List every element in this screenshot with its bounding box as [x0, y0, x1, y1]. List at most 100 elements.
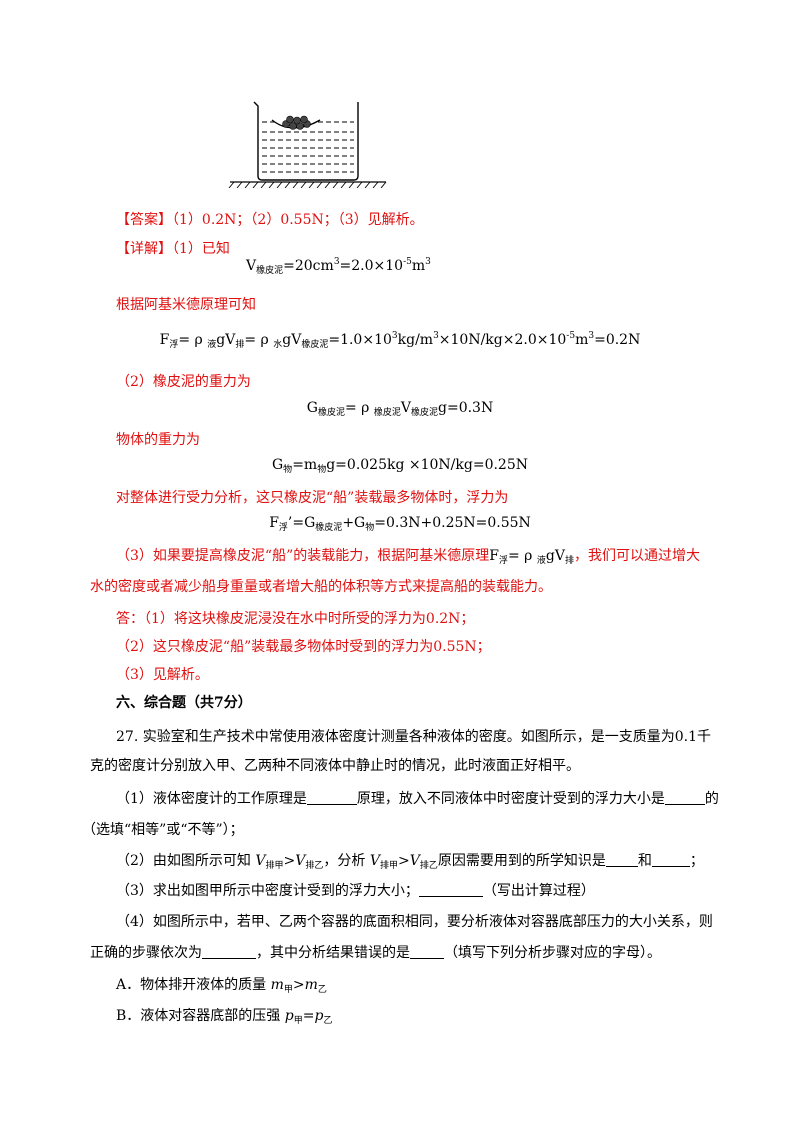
eq-text: ×10N/kg×2.0×10 [438, 332, 567, 348]
eq-sub: 橡皮泥 [315, 523, 343, 533]
eq-sup: -5 [403, 257, 412, 267]
answer-blank[interactable] [664, 790, 705, 805]
eq-sub: 物 [283, 465, 293, 475]
option-a: A．物体排开液体的质量 m甲>m乙 [116, 975, 327, 995]
archimedes-text: 根据阿基米德原理可知 [116, 297, 256, 313]
q27-part3: （3）求出如图甲所示中密度计受到的浮力大小； （写出计算过程） [116, 881, 595, 901]
equation-gravity-clay: G橡皮泥= ρ 橡皮泥V橡皮泥g=0.3N [0, 398, 800, 418]
eq-text: = ρ [244, 332, 274, 348]
eq-sup: 3 [391, 331, 398, 341]
q-sub: 甲 [283, 985, 293, 995]
equation-gravity-object: G物=m物g=0.025kg ×10N/kg=0.25N [0, 455, 800, 475]
eq-text: kg/m [397, 332, 434, 348]
q-sub: 乙 [317, 985, 327, 995]
q-text: ，其中分析结果错误的是 [256, 945, 410, 961]
q-sub: 排甲 [265, 861, 284, 871]
part3-text: ，我们可以通过增大 [573, 548, 700, 564]
eq-text: m [575, 332, 589, 348]
q-text: > [292, 977, 305, 993]
q-text: （填写下列分析步骤对应的字母）。 [444, 945, 661, 961]
eq-sup: 3 [333, 257, 340, 267]
eq-sub: 浮 [498, 556, 508, 566]
eq-text: gV [545, 548, 565, 564]
detail-label: 【详解】 [116, 241, 172, 257]
eq-text: +G [342, 515, 366, 531]
eq-text: =0.3N+0.25N=0.55N [374, 515, 531, 531]
eq-text: = ρ [178, 332, 208, 348]
eq-sup: 3 [433, 331, 439, 341]
answer-text: （1）0.2N；（2）0.55N；（3）见解析。 [172, 212, 424, 228]
q-var: p [284, 1008, 294, 1024]
eq-text: V [400, 400, 411, 416]
answer-blank[interactable] [306, 790, 357, 805]
eq-text: F [269, 515, 279, 531]
eq-text: =20cm [283, 258, 334, 274]
eq-text: =0.2N [594, 332, 641, 348]
eq-sup: 3 [425, 257, 431, 267]
q-sub: 乙 [323, 1016, 333, 1026]
answer-blank[interactable] [605, 852, 638, 867]
eq-sub: 橡皮泥 [317, 408, 345, 418]
q-text: （3）求出如图甲所示中密度计受到的浮力大小； [116, 883, 419, 899]
q-text: 的 [704, 791, 719, 807]
eq-text: = ρ [344, 400, 374, 416]
eq-sup: 3 [588, 331, 595, 341]
eq-sub: 橡皮泥 [410, 408, 438, 418]
eq-sub: 水 [273, 340, 283, 350]
part3-line1: （3）如果要提高橡皮泥“船”的装载能力，根据阿基米德原理F浮= ρ 液gV排，我… [116, 546, 700, 566]
part3-text: （3）如果要提高橡皮泥“船”的装载能力，根据阿基米德原理 [116, 548, 490, 564]
option-b: B．液体对容器底部的压强 p甲=p乙 [116, 1006, 332, 1026]
q-var: V [295, 853, 306, 869]
q-var: V [369, 853, 380, 869]
eq-text: =2.0×10 [339, 258, 404, 274]
eq-text: = ρ [507, 548, 537, 564]
q-text: （1）液体密度计的工作原理是 [116, 791, 307, 807]
eq-sub: 浮 [278, 523, 288, 533]
eq-text: ’=G [287, 515, 316, 531]
q27-part1: （1）液体密度计的工作原理是原理，放入不同液体中时密度计受到的浮力大小是的 [116, 789, 719, 809]
q27-part1-hint: （选填“相等”或“不等”）； [82, 822, 244, 838]
answer-blank[interactable] [410, 944, 444, 959]
part3-line2: 水的密度或者减少船身重量或者增大船的体积等方式来提高船的装载能力。 [90, 579, 552, 595]
q-text: B．液体对容器底部的压强 [116, 1008, 285, 1024]
answer-blank[interactable] [418, 882, 483, 897]
eq-text: =m [292, 457, 318, 473]
eq-text: gV [282, 332, 302, 348]
eq-sub: 液 [536, 556, 546, 566]
q-sub: 排乙 [419, 861, 438, 871]
eq-sub: 排 [235, 340, 245, 350]
q-text: = [302, 1008, 315, 1024]
answer-blank[interactable] [202, 944, 256, 959]
q-sub: 排乙 [305, 861, 324, 871]
equation-volume: V橡皮泥=20cm3=2.0×10-5m3 [246, 256, 431, 276]
q-var: V [255, 853, 266, 869]
eq-sub: 物 [317, 465, 327, 475]
q27-intro-line1: 27. 实验室和生产技术中常使用液体密度计测量各种液体的密度。如图所示，是一支质… [116, 729, 711, 745]
eq-text: g=0.025kg ×10N/kg=0.25N [326, 457, 528, 473]
detail-intro: 【详解】（1）已知 [116, 239, 230, 259]
eq-text: F [489, 548, 499, 564]
q27-intro-line2: 克的密度计分别放入甲、乙两种不同液体中静止时的情况，此时液面正好相平。 [90, 758, 580, 774]
eq-sub: 排 [564, 556, 574, 566]
eq-sup: -5 [566, 331, 576, 341]
eq-sub: 橡皮泥 [256, 266, 284, 276]
eq-text: m [411, 258, 426, 274]
q-text: > [397, 853, 410, 869]
eq-sub: 橡皮泥 [373, 408, 401, 418]
part3-equation: F浮= ρ 液gV排 [489, 548, 574, 566]
eq-sub: 橡皮泥 [301, 340, 329, 350]
analysis-text: 对整体进行受力分析，这只橡皮泥“船”装载最多物体时，浮力为 [116, 490, 509, 506]
eq-sub: 浮 [169, 340, 179, 350]
final-answer-1: 答：（1）将这块橡皮泥浸没在水中时所受的浮力为0.2N； [116, 611, 475, 627]
q-text: A．物体排开液体的质量 [116, 977, 271, 993]
answer-line: 【答案】（1）0.2N；（2）0.55N；（3）见解析。 [116, 210, 424, 230]
part2-text: （2）橡皮泥的重力为 [116, 374, 251, 390]
q27-part4-line2: 正确的步骤依次为，其中分析结果错误的是（填写下列分析步骤对应的字母）。 [90, 943, 661, 963]
eq-text: gV [216, 332, 236, 348]
q-text: （写出计算过程） [482, 883, 595, 899]
answer-blank[interactable] [651, 852, 690, 867]
q-text: ，分析 [323, 853, 370, 869]
q27-part2: （2）由如图所示可知 V排甲>V排乙，分析 V排甲>V排乙原因需要用到的所学知识… [116, 851, 704, 871]
object-weight-text: 物体的重力为 [116, 432, 200, 448]
eq-text: G [271, 457, 284, 473]
